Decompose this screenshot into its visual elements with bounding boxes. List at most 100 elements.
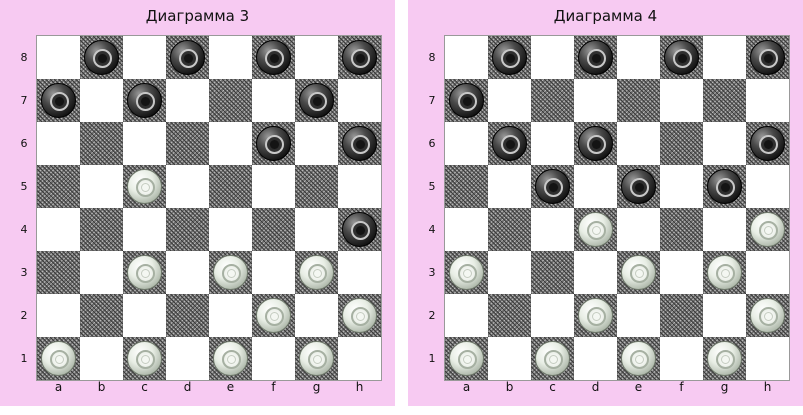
board-square-c6[interactable]	[531, 122, 574, 165]
board-square-c8[interactable]	[531, 36, 574, 79]
white-checker-piece[interactable]	[621, 255, 656, 290]
white-checker-piece[interactable]	[41, 341, 76, 376]
board-square-a4[interactable]	[37, 208, 80, 251]
board-square-h5[interactable]	[746, 165, 789, 208]
board-square-e8[interactable]	[617, 36, 660, 79]
board-square-g6[interactable]	[703, 122, 746, 165]
black-checker-piece[interactable]	[256, 126, 291, 161]
white-checker-piece[interactable]	[707, 255, 742, 290]
board-square-d5[interactable]	[574, 165, 617, 208]
board-square-a6[interactable]	[445, 122, 488, 165]
board-square-b4[interactable]	[488, 208, 531, 251]
board-square-f1[interactable]	[252, 337, 295, 380]
board-square-g7[interactable]	[703, 79, 746, 122]
board-square-b2[interactable]	[488, 294, 531, 337]
board-square-g6[interactable]	[295, 122, 338, 165]
board-square-e6[interactable]	[617, 122, 660, 165]
board-square-f7[interactable]	[252, 79, 295, 122]
black-checker-piece[interactable]	[170, 40, 205, 75]
board-square-g4[interactable]	[295, 208, 338, 251]
black-checker-piece[interactable]	[578, 126, 613, 161]
checkers-board[interactable]	[36, 35, 382, 381]
board-square-d7[interactable]	[166, 79, 209, 122]
board-square-b6[interactable]	[80, 122, 123, 165]
white-checker-piece[interactable]	[449, 341, 484, 376]
black-checker-piece[interactable]	[535, 169, 570, 204]
board-square-a2[interactable]	[37, 294, 80, 337]
white-checker-piece[interactable]	[750, 298, 785, 333]
board-square-d7[interactable]	[574, 79, 617, 122]
board-square-a5[interactable]	[445, 165, 488, 208]
black-checker-piece[interactable]	[342, 126, 377, 161]
board-square-g5[interactable]	[295, 165, 338, 208]
board-square-f5[interactable]	[660, 165, 703, 208]
board-square-c2[interactable]	[531, 294, 574, 337]
black-checker-piece[interactable]	[342, 212, 377, 247]
board-square-f6[interactable]	[660, 122, 703, 165]
white-checker-piece[interactable]	[578, 212, 613, 247]
board-square-h1[interactable]	[338, 337, 381, 380]
board-square-e6[interactable]	[209, 122, 252, 165]
black-checker-piece[interactable]	[41, 83, 76, 118]
board-square-b3[interactable]	[488, 251, 531, 294]
black-checker-piece[interactable]	[299, 83, 334, 118]
board-square-d4[interactable]	[166, 208, 209, 251]
board-square-d2[interactable]	[166, 294, 209, 337]
board-square-a8[interactable]	[445, 36, 488, 79]
board-square-d5[interactable]	[166, 165, 209, 208]
board-square-d3[interactable]	[166, 251, 209, 294]
board-square-h7[interactable]	[338, 79, 381, 122]
black-checker-piece[interactable]	[750, 40, 785, 75]
board-square-e7[interactable]	[209, 79, 252, 122]
white-checker-piece[interactable]	[127, 169, 162, 204]
board-square-a5[interactable]	[37, 165, 80, 208]
board-square-e4[interactable]	[617, 208, 660, 251]
board-square-d3[interactable]	[574, 251, 617, 294]
board-square-f2[interactable]	[660, 294, 703, 337]
board-square-b1[interactable]	[80, 337, 123, 380]
board-square-b5[interactable]	[488, 165, 531, 208]
white-checker-piece[interactable]	[213, 255, 248, 290]
board-square-d1[interactable]	[574, 337, 617, 380]
board-square-h7[interactable]	[746, 79, 789, 122]
board-square-b7[interactable]	[80, 79, 123, 122]
white-checker-piece[interactable]	[578, 298, 613, 333]
board-square-a2[interactable]	[445, 294, 488, 337]
board-square-e4[interactable]	[209, 208, 252, 251]
board-square-f3[interactable]	[660, 251, 703, 294]
board-square-a8[interactable]	[37, 36, 80, 79]
board-square-f7[interactable]	[660, 79, 703, 122]
board-square-b1[interactable]	[488, 337, 531, 380]
white-checker-piece[interactable]	[127, 255, 162, 290]
board-square-d6[interactable]	[166, 122, 209, 165]
board-square-f4[interactable]	[660, 208, 703, 251]
board-square-e8[interactable]	[209, 36, 252, 79]
white-checker-piece[interactable]	[449, 255, 484, 290]
black-checker-piece[interactable]	[449, 83, 484, 118]
board-square-e5[interactable]	[209, 165, 252, 208]
board-square-c3[interactable]	[531, 251, 574, 294]
white-checker-piece[interactable]	[299, 341, 334, 376]
board-square-a4[interactable]	[445, 208, 488, 251]
board-square-f5[interactable]	[252, 165, 295, 208]
board-square-a3[interactable]	[37, 251, 80, 294]
board-square-h3[interactable]	[338, 251, 381, 294]
white-checker-piece[interactable]	[127, 341, 162, 376]
white-checker-piece[interactable]	[535, 341, 570, 376]
white-checker-piece[interactable]	[299, 255, 334, 290]
white-checker-piece[interactable]	[213, 341, 248, 376]
black-checker-piece[interactable]	[664, 40, 699, 75]
board-square-f4[interactable]	[252, 208, 295, 251]
black-checker-piece[interactable]	[707, 169, 742, 204]
white-checker-piece[interactable]	[707, 341, 742, 376]
board-square-d1[interactable]	[166, 337, 209, 380]
board-square-g2[interactable]	[295, 294, 338, 337]
white-checker-piece[interactable]	[342, 298, 377, 333]
black-checker-piece[interactable]	[750, 126, 785, 161]
board-square-g2[interactable]	[703, 294, 746, 337]
board-square-b7[interactable]	[488, 79, 531, 122]
white-checker-piece[interactable]	[256, 298, 291, 333]
board-square-e2[interactable]	[617, 294, 660, 337]
board-square-f3[interactable]	[252, 251, 295, 294]
board-square-b5[interactable]	[80, 165, 123, 208]
